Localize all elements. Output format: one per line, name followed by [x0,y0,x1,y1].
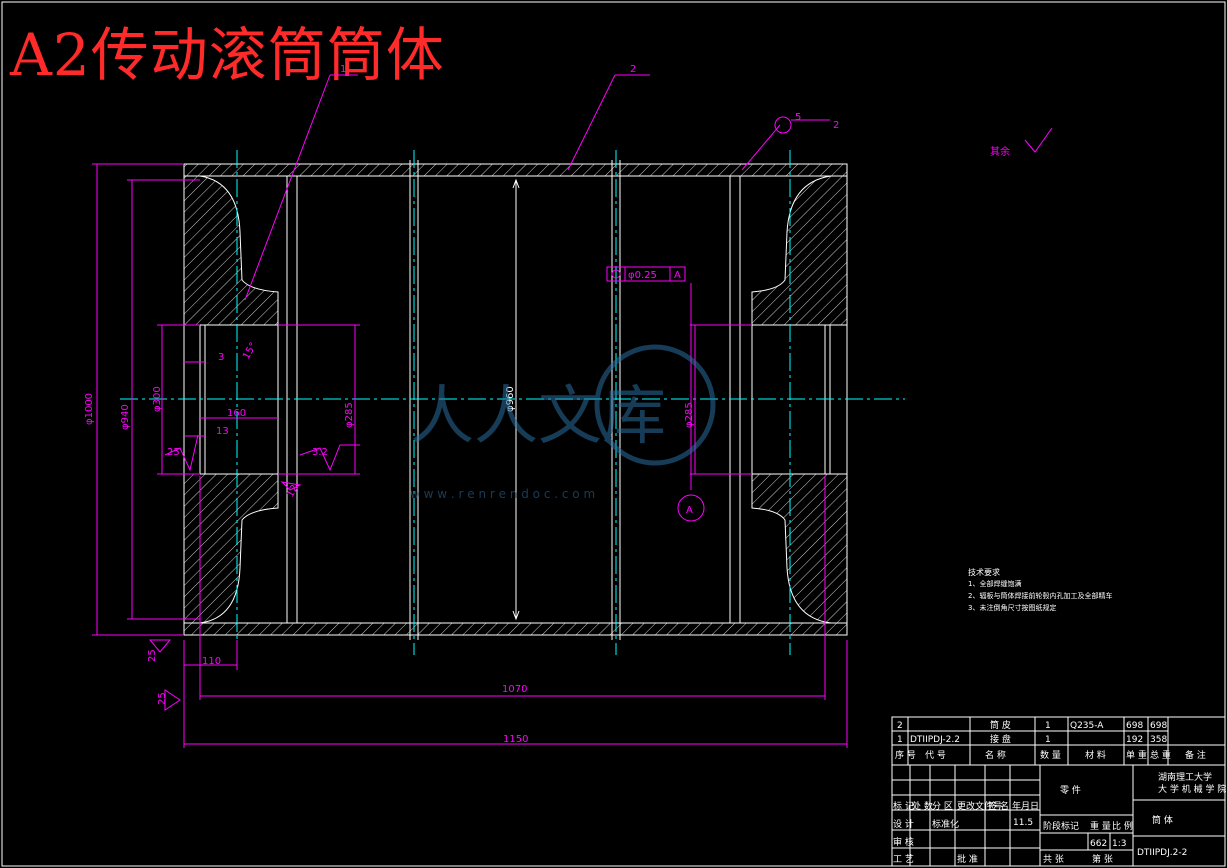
tb-scale: 1:3 [1112,839,1126,849]
tb-part1-name: 接 盘 [990,733,1011,745]
dim-3: 3 [218,352,224,363]
tb-label-approve: 批 准 [957,853,978,865]
tb-hdr-total-weight: 总 重 [1150,749,1171,761]
tb-part1-w2: 358 [1150,735,1167,745]
tb-college: 大 学 机 械 学 院 [1158,783,1226,795]
dim-160: 160 [227,408,246,419]
tb-sheet: 662 [1090,839,1107,849]
dimension-lines [92,163,848,748]
tb-label-sheet-no: 第 张 [1092,853,1113,865]
tech-req-item-1: 1、全部焊缝饱满 [968,579,1021,588]
dim-1070: 1070 [502,684,527,695]
tech-req-item-3: 3、未注倒角尺寸按图纸规定 [968,603,1056,612]
tb-label-zone: 分 区 [932,801,953,812]
leaders [148,74,830,711]
tb-part-name: 筒 体 [1152,814,1173,826]
dim-15deg: 15° [241,341,259,362]
tb-part1-w1: 192 [1126,735,1143,745]
tb-label-total-sheets: 共 张 [1043,854,1064,865]
tb-label-stage: 阶段标记 [1043,820,1079,832]
tb-label-sign: 签 名 [988,800,1009,812]
dim-960-line [512,178,520,621]
tb-part2-name: 筒 皮 [990,719,1011,731]
datum-mark: A [686,505,693,516]
watermark-url: w w w . r e n r e n d o c . c o m [410,487,595,501]
dim-d940: φ940 [120,404,131,430]
tb-part1-qty: 1 [1045,735,1051,745]
tb-hdr-material: 材 料 [1085,749,1106,761]
tb-part2-material: Q235-A [1070,721,1104,731]
tb-part1-no: 1 [897,735,903,745]
tb-hdr-unit-weight: 单 重 [1126,749,1147,761]
tb-label-weight: 重 量 [1090,820,1111,832]
tech-req-item-2: 2、辐板与筒体焊接前轮毂内孔加工及全部精车 [968,591,1112,600]
watermark-text: 人人文库 [410,380,666,454]
rough-25a: 25 [167,447,180,458]
right-hub [751,175,848,624]
dim-d960: φ960 [505,386,516,412]
tb-part1-code: DTIIPDJ-2.2 [910,735,960,745]
center-lines [120,150,905,655]
tb-part2-w1: 698 [1126,721,1143,731]
stiffener-rings [409,160,621,640]
tb-hdr-remark: 备 注 [1185,749,1206,761]
drawing-title: A2传动滚筒筒体 [10,21,445,89]
tb-part2-no: 2 [897,721,903,731]
tb-label-date: 年月日 [1012,800,1039,812]
tb-hdr-qty: 数 量 [1040,749,1061,761]
rough-25c: 25 [157,692,168,705]
balloon-5: 5 [795,112,801,123]
tb-label-mark: 标 记 [893,800,914,812]
tb-label-review: 审 核 [893,836,914,848]
tb-label-count: 处 数 [912,800,933,812]
title-block-text: 2 筒 皮 1 Q235-A 698 698 1 DTIIPDJ-2.2 接 盘… [893,719,1226,865]
dim-13: 13 [216,426,229,437]
rough-25b: 25 [147,649,158,662]
dim-d1000: φ1000 [84,393,95,425]
tb-school: 湖南理工大学 [1158,771,1212,783]
tb-hdr-code: 代 号 [925,750,946,761]
tol-frame-value: φ0.25 [628,270,657,281]
surface-note: 其余 [990,145,1010,158]
tb-label-process: 工 艺 [893,854,914,865]
title-block [891,716,1226,867]
tb-label-change: 更改文件号 [957,800,1002,812]
roughness-icon [1024,127,1053,153]
tol-frame-datum: A [674,270,681,281]
tb-label-scale: 比 例 [1112,820,1133,832]
dim-d285-left: φ285 [344,402,355,428]
balloon-1: 1 [340,64,346,75]
tech-req-heading: 技术要求 [968,567,1000,577]
tb-part2-w2: 698 [1150,721,1167,731]
rough-32: 3.2 [312,447,328,458]
tb-label-design: 设 计 [893,818,914,830]
tb-weight: 11.5 [1013,818,1033,828]
dim-d300: φ300 [152,386,163,412]
tb-label-standard: 标准化 [932,818,959,830]
tb-hdr-name: 名 称 [985,749,1006,761]
tb-hdr-no: 序 号 [895,749,916,761]
dim-d285-right: φ285 [684,402,695,428]
dim-110: 110 [202,656,221,667]
tb-kind: 零 件 [1060,784,1081,796]
watermark: 人人文库 w w w . r e n r e n d o c . c o m [410,344,716,501]
dim-1150: 1150 [503,734,528,745]
tb-part2-qty: 1 [1045,721,1051,731]
balloon-weld: 2 [833,120,839,131]
balloon-2: 2 [630,64,636,75]
left-hub [183,175,279,624]
tb-drawing-no: DTIIPDJ.2-2 [1137,848,1187,858]
